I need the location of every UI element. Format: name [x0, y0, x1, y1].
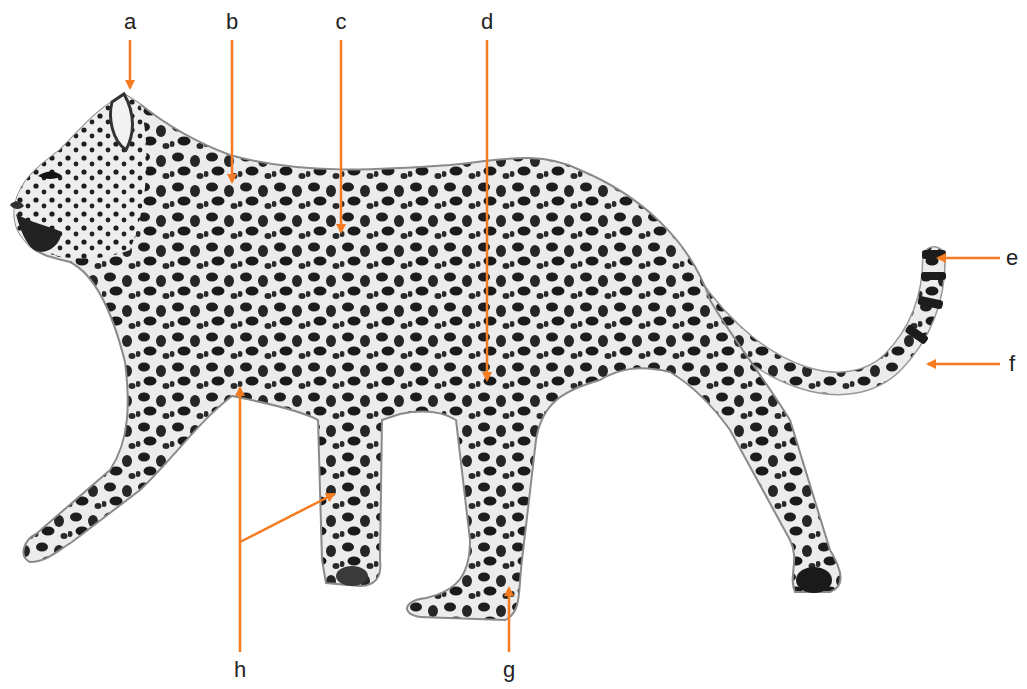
- callout-letter: f: [1009, 353, 1015, 375]
- paw: [796, 567, 832, 593]
- leopard-ear: [111, 94, 133, 150]
- callout-letter: c: [336, 11, 347, 33]
- leopard-body: [14, 94, 840, 620]
- callout-letter: e: [1006, 247, 1018, 269]
- callout-letter: g: [503, 659, 515, 681]
- leader-arrows: [130, 40, 1000, 652]
- callout-letter: a: [124, 11, 136, 33]
- tail-rings: [904, 250, 946, 345]
- callout-letter: h: [234, 659, 246, 681]
- callout-letter: b: [226, 11, 238, 33]
- leopard-nose: [10, 201, 24, 209]
- leopard-mouth: [16, 214, 62, 252]
- callout-letter: d: [481, 11, 493, 33]
- leopard-head: [14, 94, 146, 259]
- leopard-eye: [38, 172, 62, 180]
- paw: [336, 566, 368, 586]
